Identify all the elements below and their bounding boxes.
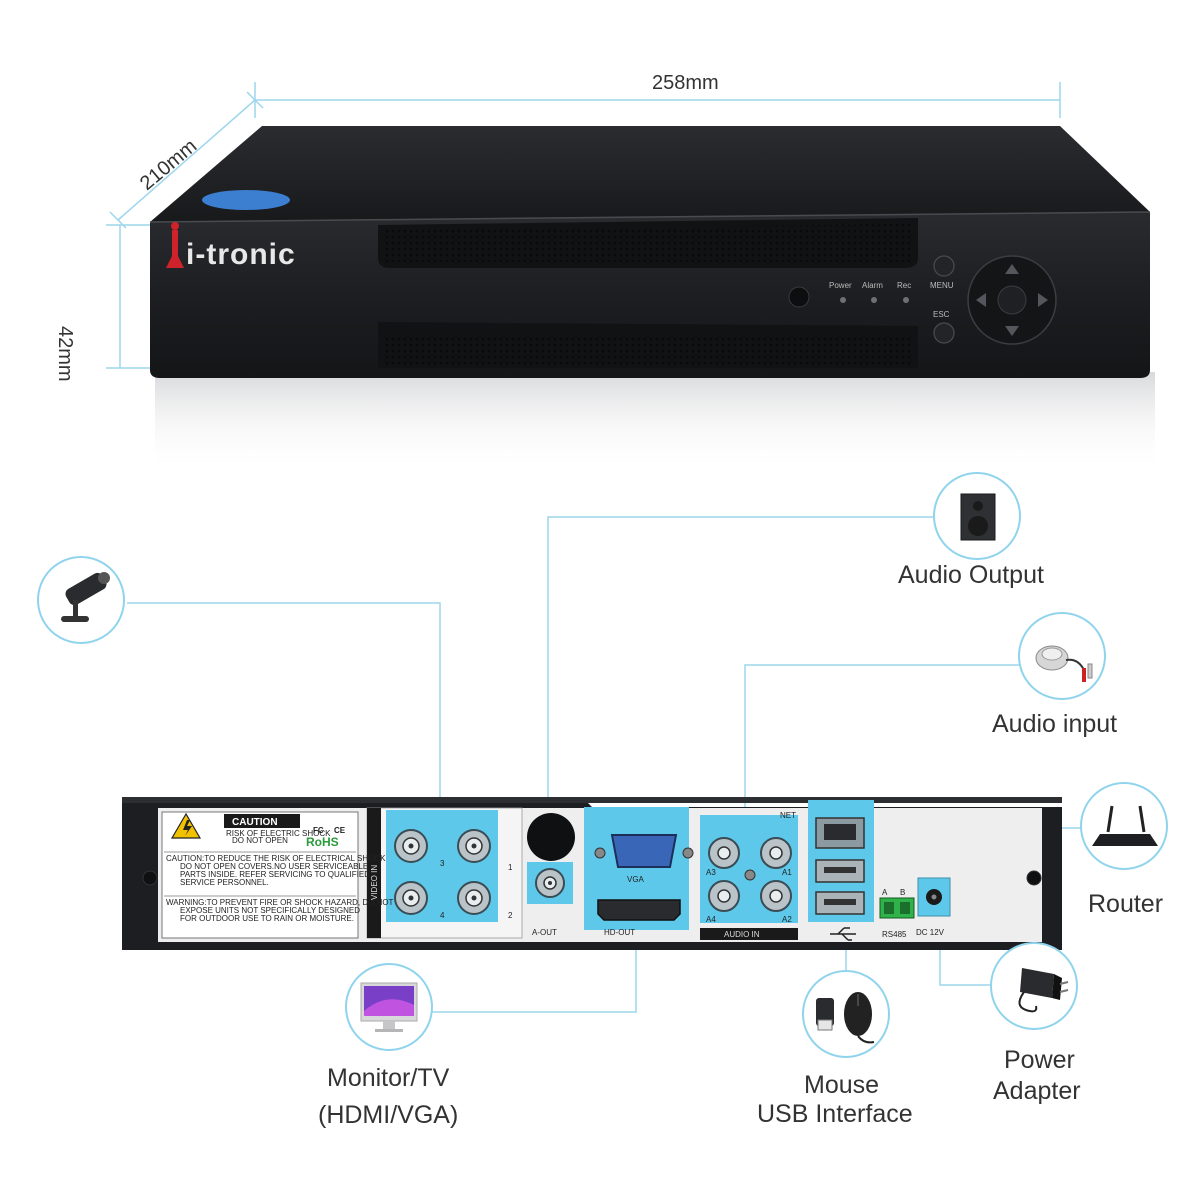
audio-output-callout [933, 472, 1021, 560]
mouse-usb-icon [816, 992, 875, 1044]
caution-text-2: DO NOT OPEN COVERS.NO USER SERVICEABLE [180, 862, 368, 871]
audio-input-label: Audio input [992, 710, 1118, 738]
caution-text-3: PARTS INSIDE. REFER SERVICING TO QUALIFI… [180, 870, 370, 879]
a-out-label: A-OUT [532, 928, 557, 937]
power-adapter-icon [1018, 968, 1069, 1013]
sticker-icon [202, 190, 290, 210]
fan-hole-icon [527, 813, 575, 861]
channel-3-label: 3 [440, 859, 445, 868]
esc-button-icon [933, 322, 955, 344]
audio-a2-label: A2 [782, 915, 792, 924]
video-in-strip [367, 808, 381, 938]
microphone-icon [1035, 645, 1093, 682]
ir-receiver-icon [788, 286, 810, 308]
led-power-label: Power [829, 281, 852, 290]
caution-text-1: CAUTION:TO REDUCE THE RISK OF ELECTRICAL… [166, 854, 386, 863]
audio-in-ports-icon [708, 837, 792, 912]
vga-label: VGA [627, 875, 645, 884]
hd-out-label: HD-OUT [604, 928, 635, 937]
rs485-pin-a-label: A [882, 888, 888, 897]
audio-a3-label: A3 [706, 868, 716, 877]
vga-port-icon [610, 834, 678, 868]
device-top [150, 126, 1150, 222]
router-label: Router [1088, 890, 1164, 918]
rohs-logo: RoHS [306, 835, 339, 849]
menu-button-icon [933, 255, 955, 277]
led-alarm-label: Alarm [862, 281, 883, 290]
mouse-callout [802, 970, 890, 1058]
screw-right-icon [1026, 870, 1042, 886]
channel-4-label: 4 [440, 911, 445, 920]
speaker-icon [960, 493, 996, 541]
monitor-label-1: Monitor/TV [327, 1064, 450, 1092]
audio-in-label: AUDIO IN [724, 930, 760, 939]
camera-icon [61, 572, 110, 622]
warning-text-3: FOR OUTDOOR USE TO RAIN OR MOISTURE. [180, 914, 354, 923]
caution-title: CAUTION [232, 817, 278, 828]
mouse-label-1: Mouse [804, 1071, 880, 1099]
caution-text-4: SERVICE PERSONNEL. [180, 878, 269, 887]
dc-label: DC 12V [916, 928, 945, 937]
camera-callout [37, 556, 125, 644]
dimension-height [106, 224, 150, 369]
front-brand-text: i-tronic [186, 238, 296, 271]
width-label: 258mm [652, 72, 719, 94]
brand-logo-icon [166, 222, 184, 268]
monitor-label-2: (HDMI/VGA) [318, 1101, 459, 1129]
led-alarm-icon [871, 297, 877, 303]
net-label: NET [780, 811, 796, 820]
rs485-pin-b-label: B [900, 888, 905, 897]
audio-input-callout [1018, 612, 1106, 700]
height-label: 42mm [54, 326, 76, 382]
led-power-icon [840, 297, 846, 303]
audio-a1-label: A1 [782, 868, 792, 877]
direction-pad-icon [967, 255, 1057, 345]
channel-1-label: 1 [508, 863, 513, 872]
bnc-ports-icon [394, 829, 491, 915]
hdmi-port-icon [597, 899, 681, 921]
caution-sub-1: RISK OF ELECTRIC SHOCK [226, 829, 331, 838]
usb-icon [830, 927, 856, 941]
rs485-label: RS485 [882, 930, 907, 939]
menu-label: MENU [930, 281, 954, 290]
video-in-label: VIDEO IN [370, 865, 379, 900]
esc-label: ESC [933, 310, 950, 319]
caution-sub-2: DO NOT OPEN [232, 836, 288, 845]
back-view: FC CE RoHS CAUTION RISK OF ELECTRIC SHOC… [122, 516, 1083, 1013]
led-rec-label: Rec [897, 281, 912, 290]
mouse-label-2: USB Interface [757, 1100, 913, 1128]
front-view [106, 82, 1155, 472]
router-icon [1092, 805, 1158, 846]
warning-text-2: EXPOSE UNITS NOT SPECIFICALLY DESIGNED [180, 906, 360, 915]
ce-logo: CE [334, 826, 346, 835]
fcc-logo: FC [313, 826, 324, 835]
screw-left-icon [142, 870, 158, 886]
warning-text-1: WARNING:TO PREVENT FIRE OR SHOCK HAZARD,… [166, 898, 394, 907]
power-label-1: Power [1004, 1046, 1075, 1074]
audio-a4-label: A4 [706, 915, 716, 924]
channel-2-label: 2 [508, 911, 513, 920]
audio-output-label: Audio Output [898, 561, 1044, 589]
device-reflection [155, 372, 1155, 472]
power-label-2: Adapter [993, 1077, 1081, 1105]
power-adapter-callout [990, 942, 1078, 1030]
router-callout [1080, 782, 1168, 870]
led-rec-icon [903, 297, 909, 303]
monitor-icon [360, 982, 418, 1032]
monitor-callout [345, 963, 433, 1051]
